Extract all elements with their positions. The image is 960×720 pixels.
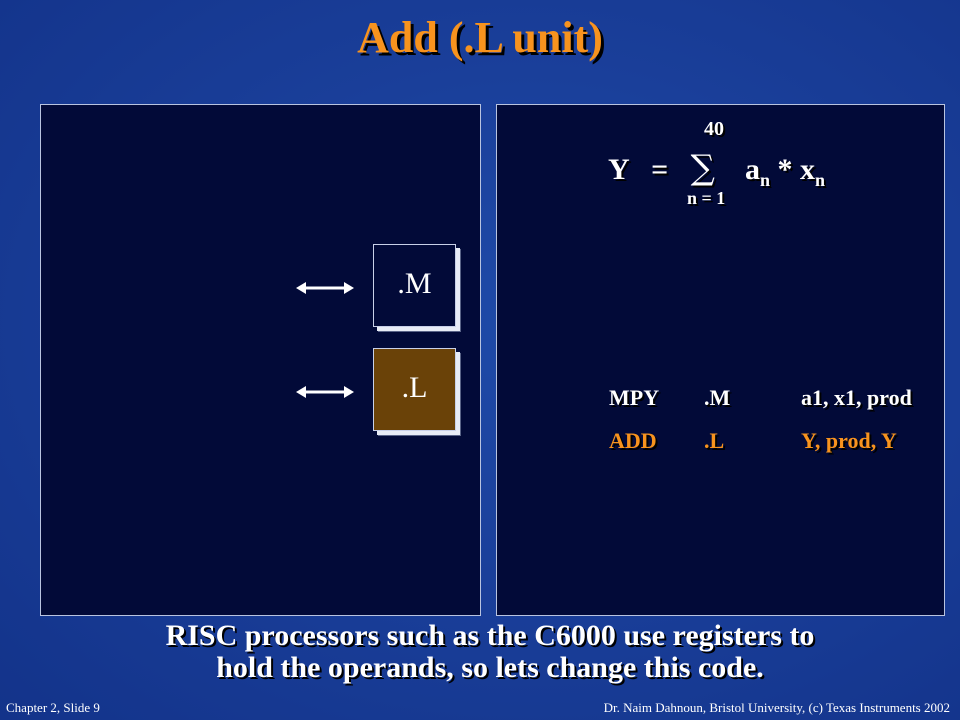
caption-line-1: RISC processors such as the C6000 use re… [165,619,815,652]
sum-lower-limit: n = 1 [687,188,726,208]
equation-lhs: Y [608,153,629,186]
right-panel [496,104,945,616]
sum-equation: Y = ∑ an * xn [608,148,825,191]
equation-equals: = [651,153,669,186]
slide-title: Add (.L unit) [357,13,603,62]
caption-line-2: hold the operands, so lets change this c… [216,651,764,684]
code-args: Y, prod, Y [801,428,897,453]
code-op: MPY [609,385,660,410]
l-unit-box: .L [373,348,456,431]
term-a: a [744,153,760,186]
double-arrow-icon [296,386,354,398]
sigma-icon: ∑ [690,148,715,188]
code-unit: .M [704,385,731,410]
slide-caption: RISC processors such as the C6000 use re… [0,620,960,684]
footer-slide-number: Chapter 2, Slide 9 [6,700,100,715]
double-arrow-icon [296,282,354,294]
times-symbol: * [777,153,793,186]
footer-credit: Dr. Naim Dahnoun, Bristol University, (c… [603,700,950,715]
code-unit: .L [704,428,725,453]
m-unit-box: .M [373,244,456,327]
term-a-subscript: n [759,170,770,190]
term-x-subscript: n [814,170,825,190]
sum-upper-limit: 40 [704,118,724,140]
code-op: ADD [609,428,657,453]
code-args: a1, x1, prod [801,385,912,410]
term-x: x [799,153,815,186]
